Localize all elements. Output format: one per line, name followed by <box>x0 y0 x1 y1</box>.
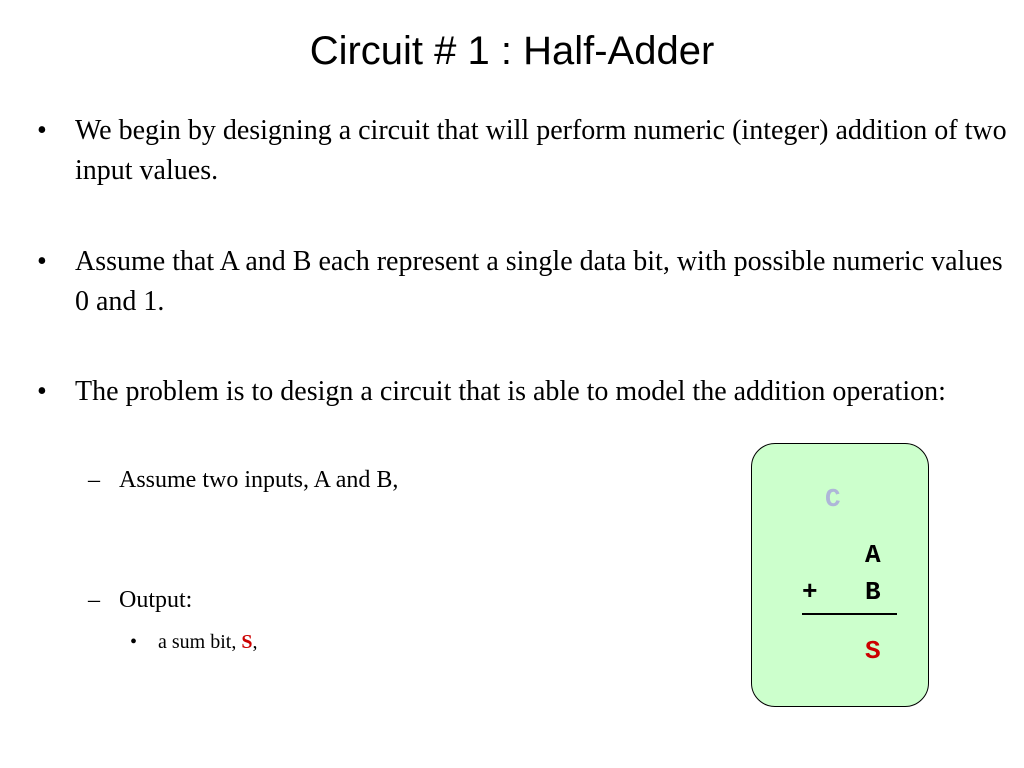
sum-bit-suffix: , <box>252 631 258 653</box>
sub-bullet-text: Assume two inputs, A and B, <box>119 467 399 493</box>
operand-a-label: A <box>865 540 881 570</box>
sub-sub-bullet-text: a sum bit, S, <box>158 628 730 656</box>
sum-divider-line <box>802 613 897 615</box>
sub-bullet-marker: – <box>88 467 100 493</box>
slide-title: Circuit # 1 : Half-Adder <box>309 29 715 73</box>
bullet-text: We begin by designing a circuit that wil… <box>75 115 1007 186</box>
bullet-marker: • <box>37 246 47 277</box>
sub-sub-bullet-item: • a sum bit, S, <box>130 628 730 656</box>
sub-sub-bullet-marker: • <box>130 631 138 653</box>
bullet-text: Assume that A and B each represent a sin… <box>75 246 1003 317</box>
sub-bullet-text: Output: <box>119 587 193 613</box>
sub-bullet-item: – Assume two inputs, A and B, <box>88 464 728 496</box>
bullet-item: • We begin by designing a circuit that w… <box>37 111 1007 191</box>
bullet-item: • The problem is to design a circuit tha… <box>37 372 1007 412</box>
sum-bit-prefix: a sum bit, <box>158 631 242 653</box>
bullet-marker: • <box>37 376 47 407</box>
sum-label: S <box>865 636 881 666</box>
operand-b-label: B <box>865 577 881 607</box>
carry-label: C <box>825 484 841 514</box>
sub-bullet-item: – Output: <box>88 584 728 616</box>
bullet-item: • Assume that A and B each represent a s… <box>37 242 1007 322</box>
plus-sign: + <box>802 577 818 607</box>
addition-box: C A + B S <box>751 443 929 707</box>
bullet-text: The problem is to design a circuit that … <box>75 376 946 407</box>
sum-bit-highlight: S <box>241 631 253 653</box>
sub-bullet-marker: – <box>88 587 100 613</box>
bullet-marker: • <box>37 115 47 146</box>
